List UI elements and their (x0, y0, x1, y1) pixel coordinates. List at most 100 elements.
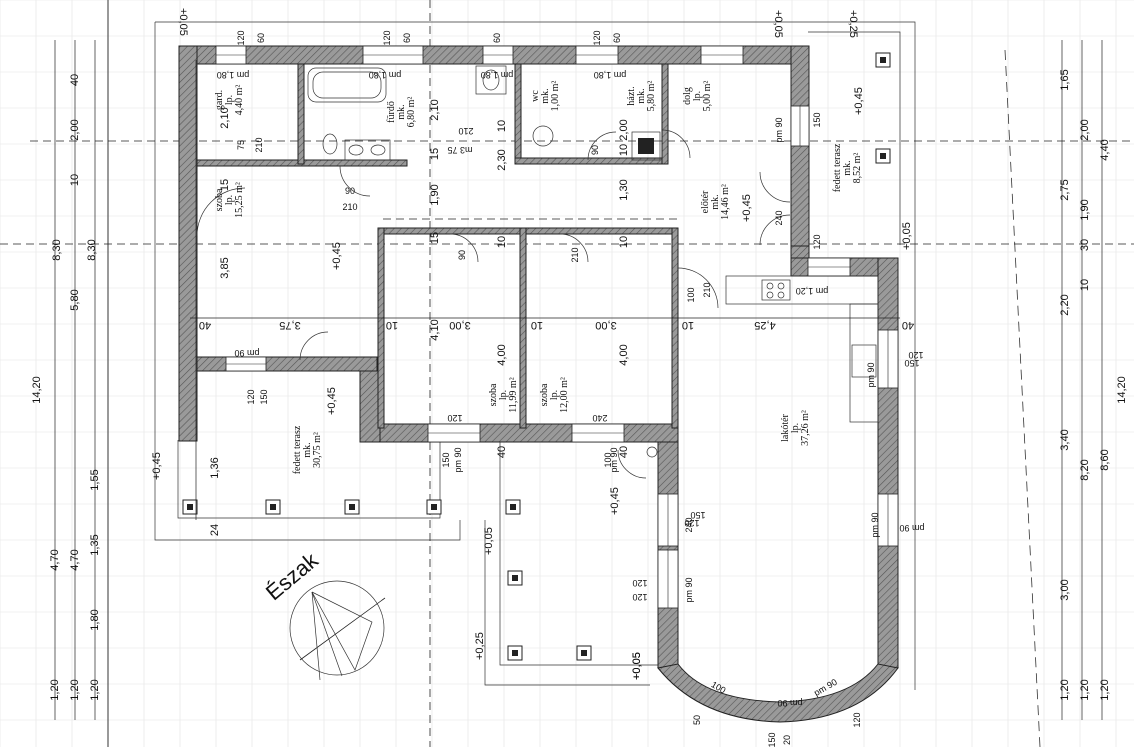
dimension-label: 4,10 (429, 319, 441, 340)
dimension-label: 30 (1079, 239, 1091, 251)
dimension-label: 2,30 (496, 149, 508, 170)
opening-label: 240 (684, 517, 694, 532)
room-area: 30,75 m² (312, 432, 323, 468)
opening-label: 120 (592, 30, 602, 45)
opening-label: 210 (570, 247, 580, 262)
opening-label: 120 (382, 30, 392, 45)
room-floor-type: lp. (790, 423, 801, 433)
dimension-label: 2,00 (1079, 119, 1091, 140)
dimension-label: 14,20 (31, 376, 43, 404)
dimension-label: 15 (219, 179, 231, 191)
room-area: 14,46 m² (720, 184, 731, 220)
opening-label: 150 (0, 0, 8, 2)
opening-label: 60 (612, 33, 622, 43)
room-name: dolg (682, 87, 693, 105)
opening-label: m3 75 (447, 145, 472, 155)
dimension-label: 10 (69, 174, 81, 186)
windows (215, 45, 899, 609)
opening-label: pm 90 (609, 447, 619, 472)
dimension-label: 10 (386, 319, 398, 331)
room-name: fedett terasz (292, 425, 303, 474)
room-area: 1,00 m² (550, 81, 561, 112)
dimension-label: 1,20 (69, 679, 81, 700)
room-name: lakótér (780, 413, 791, 441)
opening-label: 100 (686, 287, 696, 302)
room-name: gard. (214, 90, 225, 110)
dimension-label: 24 (209, 524, 221, 536)
opening-label: 100 (603, 452, 613, 467)
dimension-label: 3,00 (449, 319, 470, 331)
terrace-columns (182, 52, 891, 661)
level-mark: +0,05 (772, 10, 784, 38)
bay-window-wall (657, 663, 899, 723)
dimension-label: 40 (199, 319, 211, 331)
dimension-label: 1,65 (1059, 69, 1071, 90)
room-name: szoba (488, 383, 499, 406)
dimension-label: 10 (618, 236, 630, 248)
opening-label: pm 90 (453, 447, 463, 472)
opening-label: pm 1,80 (481, 70, 514, 80)
level-mark: +0,25 (847, 10, 859, 38)
opening-label: pm 90 (774, 117, 784, 142)
room-floor-type: lp. (692, 91, 703, 101)
room-floor-type: lp. (224, 195, 235, 205)
room-floor-type: mk. (396, 104, 407, 119)
room-area: 12,00 m² (559, 377, 570, 413)
opening-label: 120 (632, 592, 647, 602)
dimension-label: 8,20 (1079, 459, 1091, 480)
dimension-label: 2,10 (219, 107, 231, 128)
dimension-label: 8,30 (51, 239, 63, 260)
room-name: előtér (700, 190, 711, 213)
opening-label: 240 (592, 413, 607, 423)
dimension-label: 40 (618, 446, 630, 458)
opening-label: 120 (908, 350, 923, 360)
opening-label: 90 (457, 250, 467, 260)
opening-label: pm 90 (866, 362, 876, 387)
dimension-label: 1,20 (89, 679, 101, 700)
dimension-label: 8,30 (86, 239, 98, 260)
opening-label: 120 (447, 413, 462, 423)
opening-label: 60 (402, 33, 412, 43)
dimension-label: 1,35 (89, 534, 101, 555)
room-area: 37,26 m² (800, 410, 811, 446)
room-area: 15,25 m² (234, 182, 245, 218)
opening-label: 90 (345, 186, 355, 196)
dimension-label: 4,00 (618, 344, 630, 365)
opening-label: pm 90 (777, 698, 802, 708)
dimension-label: 10 (496, 120, 508, 132)
dimension-label: 40 (902, 319, 914, 331)
room-area: 6,80 m² (406, 97, 417, 128)
room-name: fürdő (386, 101, 397, 123)
level-mark: +0,05 (177, 8, 189, 36)
opening-label: 20 (782, 735, 792, 745)
level-mark: +0,45 (609, 487, 621, 515)
opening-label: 60 (256, 33, 266, 43)
room-floor-type: mk. (710, 194, 721, 209)
opening-label: 210 (702, 282, 712, 297)
level-mark: +0,05 (901, 222, 913, 250)
level-mark: +0,45 (853, 87, 865, 115)
room-name: wc (530, 90, 541, 102)
opening-label: 60 (492, 33, 502, 43)
dimension-label: 40 (69, 74, 81, 86)
dimension-label: 10 (1079, 279, 1091, 291)
dimension-label: 4,70 (49, 549, 61, 570)
room-floor-type: mk. (302, 442, 313, 457)
dimension-label: 4,00 (496, 344, 508, 365)
room-floor-type: lp. (224, 95, 235, 105)
dimension-label: 2,00 (618, 119, 630, 140)
opening-label: 150 (812, 112, 822, 127)
room-floor-type: mk. (636, 88, 647, 103)
dimension-label: 1,20 (1099, 679, 1111, 700)
opening-label: pm 90 (870, 512, 880, 537)
room-floor-type: mk. (540, 88, 551, 103)
opening-label: 120 (236, 30, 246, 45)
opening-label: 210 (254, 137, 264, 152)
level-mark: +0,05 (631, 652, 643, 680)
dimension-label: 4,25 (754, 319, 775, 331)
opening-label: 150 (904, 358, 919, 368)
room-name: fedett terasz (832, 143, 843, 192)
